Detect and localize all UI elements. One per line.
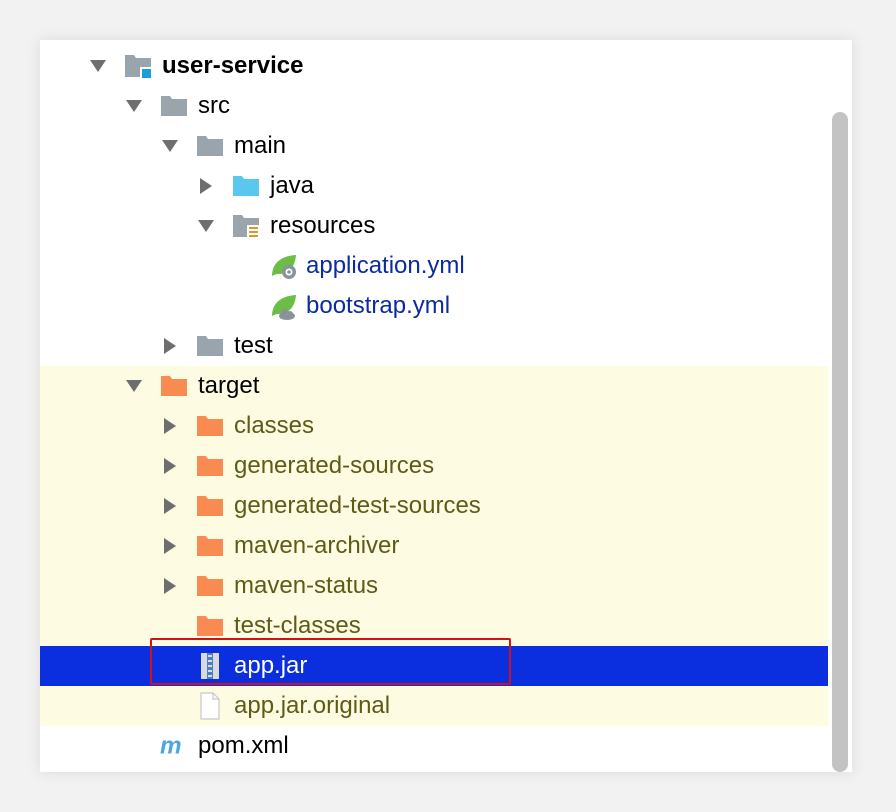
tree-row-generated-sources[interactable]: generated-sources [40,446,828,486]
excluded-folder-icon [196,492,224,520]
tree-row-maven-status[interactable]: maven-status [40,566,828,606]
tree-row-partial [40,766,828,772]
tree-label: app.jar [234,652,308,679]
annotation-highlight-box [150,638,511,685]
jar-archive-icon [196,652,224,680]
tree-label: test [234,332,273,359]
tree-label: application.yml [306,252,465,279]
tree-row-bootstrap-yml[interactable]: bootstrap.yml [40,286,828,326]
excluded-folder-icon [196,412,224,440]
svg-text:m: m [160,734,182,758]
file-icon [196,692,224,720]
expand-arrow-down-icon[interactable] [196,216,216,236]
tree-label: java [270,172,315,199]
resources-folder-icon [232,212,260,240]
expand-arrow-down-icon[interactable] [124,376,144,396]
excluded-folder-icon [196,612,224,640]
tree-label: generated-sources [234,452,435,479]
expand-arrow-right-icon[interactable] [160,336,180,356]
tree-label: main [234,132,287,159]
tree-row-app-jar[interactable]: app.jar [40,646,828,686]
tree-label: bootstrap.yml [306,292,451,319]
expand-arrow-down-icon[interactable] [88,56,108,76]
tree-label: app.jar.original [234,692,391,719]
tree-row-generated-test-sources[interactable]: generated-test-sources [40,486,828,526]
tree-label: pom.xml [198,732,289,759]
tree-row-main[interactable]: main [40,126,828,166]
tree-label: maven-archiver [234,532,400,559]
vertical-scrollbar[interactable] [832,112,848,772]
tree-row-user-service[interactable]: user-service [40,46,828,86]
tree-label: user-service [162,52,304,79]
folder-icon [196,132,224,160]
folder-icon [196,332,224,360]
tree-label: resources [270,212,376,239]
spring-config-icon [270,252,298,280]
maven-icon: m [160,732,188,760]
tree-row-target[interactable]: target [40,366,828,406]
tree-row-maven-archiver[interactable]: maven-archiver [40,526,828,566]
tree-row-src[interactable]: src [40,86,828,126]
expand-arrow-right-icon[interactable] [160,576,180,596]
tree-row-classes[interactable]: classes [40,406,828,446]
module-folder-icon [124,52,152,80]
tree-label: test-classes [234,612,361,639]
tree-label: classes [234,412,315,439]
folder-icon [160,92,188,120]
tree-label: target [198,372,260,399]
excluded-folder-icon [160,372,188,400]
expand-arrow-right-icon[interactable] [160,456,180,476]
tree-row-app-jar-original[interactable]: app.jar.original [40,686,828,726]
tree-row-application-yml[interactable]: application.yml [40,246,828,286]
excluded-folder-icon [196,572,224,600]
spring-cloud-config-icon [270,292,298,320]
project-tree-panel: user-service src main java [40,40,852,772]
expand-arrow-right-icon[interactable] [160,496,180,516]
tree-row-resources[interactable]: resources [40,206,828,246]
tree-row-pom-xml[interactable]: m pom.xml [40,726,828,766]
tree-label: maven-status [234,572,379,599]
expand-arrow-right-icon[interactable] [160,416,180,436]
tree-row-test[interactable]: test [40,326,828,366]
expand-arrow-right-icon[interactable] [196,176,216,196]
excluded-folder-icon [196,452,224,480]
tree-label: src [198,92,230,119]
tree-row-java[interactable]: java [40,166,828,206]
expand-arrow-down-icon[interactable] [160,136,180,156]
expand-arrow-down-icon[interactable] [124,96,144,116]
excluded-folder-icon [196,532,224,560]
tree-label: generated-test-sources [234,492,481,519]
expand-arrow-right-icon[interactable] [160,536,180,556]
source-root-folder-icon [232,172,260,200]
